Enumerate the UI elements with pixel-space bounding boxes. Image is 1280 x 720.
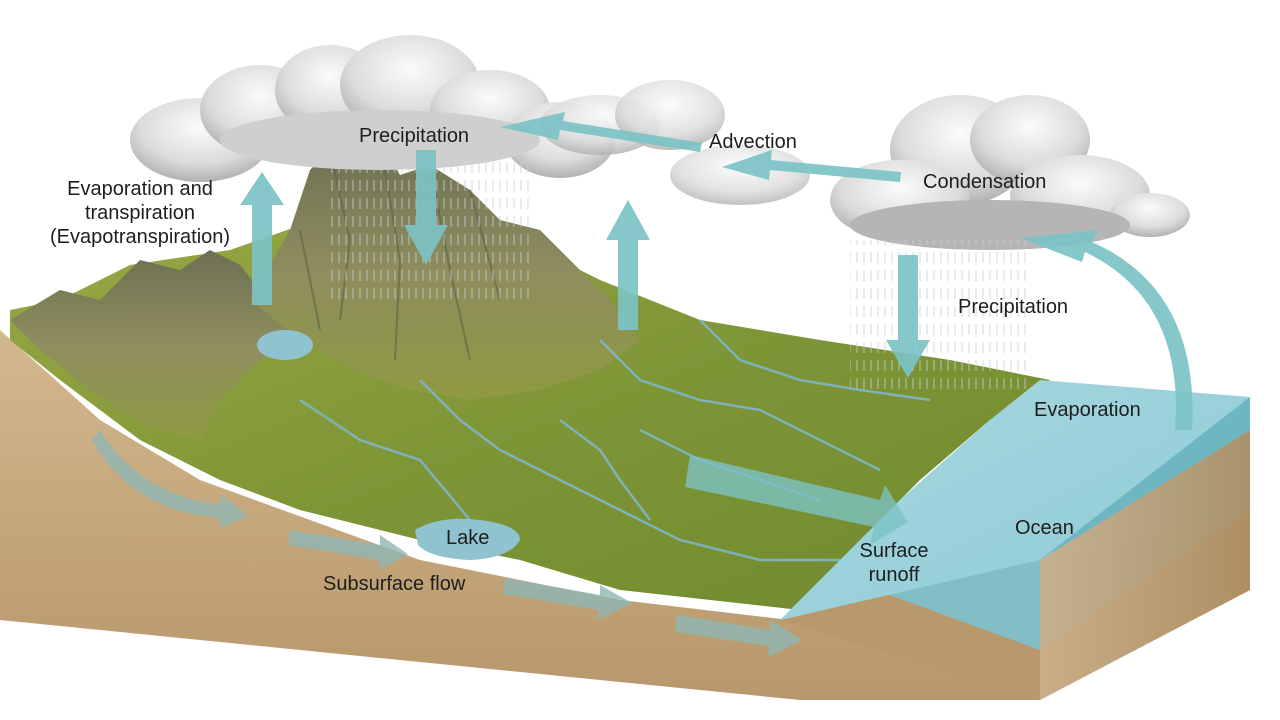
evapotranspiration-line3: (Evapotranspiration) bbox=[49, 226, 231, 248]
right-cloud bbox=[830, 95, 1190, 250]
precipitation-arrow-right bbox=[886, 255, 930, 378]
surface-runoff-line2: runoff bbox=[868, 564, 920, 586]
subsurface-flow-label: Subsurface flow bbox=[323, 573, 466, 595]
lake-label: Lake bbox=[446, 527, 490, 549]
soil-front-face bbox=[0, 330, 1040, 700]
middle-cloud bbox=[540, 80, 810, 205]
evapotranspiration-line1: Evaporation and bbox=[67, 178, 213, 200]
evapotranspiration-arrow bbox=[240, 172, 284, 305]
cycle-arrows bbox=[240, 112, 1193, 545]
surface-runoff-line1: Surface bbox=[859, 540, 929, 562]
mountain-lake bbox=[257, 330, 313, 360]
ocean-label: Ocean bbox=[1015, 517, 1074, 539]
ocean-surface bbox=[780, 380, 1250, 620]
surface-runoff-label: Surface runoff bbox=[840, 539, 948, 587]
surface-runoff-arrow bbox=[685, 455, 908, 545]
ocean-right-side bbox=[1040, 397, 1250, 700]
evapotranspiration-line2: transpiration bbox=[84, 202, 196, 224]
advection-label: Advection bbox=[709, 131, 797, 153]
ocean-side-face bbox=[780, 430, 1250, 650]
precipitation-left-label: Precipitation bbox=[359, 125, 470, 147]
advection-arrow-lower bbox=[722, 150, 901, 182]
subsurface-arrows bbox=[92, 430, 802, 657]
left-mountains bbox=[10, 250, 300, 440]
precipitation-right-label: Precipitation bbox=[958, 296, 1069, 318]
precipitation-arrow-left bbox=[404, 150, 448, 265]
advection-arrow-upper bbox=[500, 112, 702, 152]
rain-right bbox=[850, 240, 1030, 390]
condensation-label: Condensation bbox=[923, 171, 1047, 193]
evaporation-label: Evaporation bbox=[1034, 399, 1141, 421]
lake bbox=[415, 518, 520, 560]
evaporation-arrow-center bbox=[606, 200, 650, 330]
evapotranspiration-label: Evaporation and transpiration (Evapotran… bbox=[30, 177, 250, 249]
